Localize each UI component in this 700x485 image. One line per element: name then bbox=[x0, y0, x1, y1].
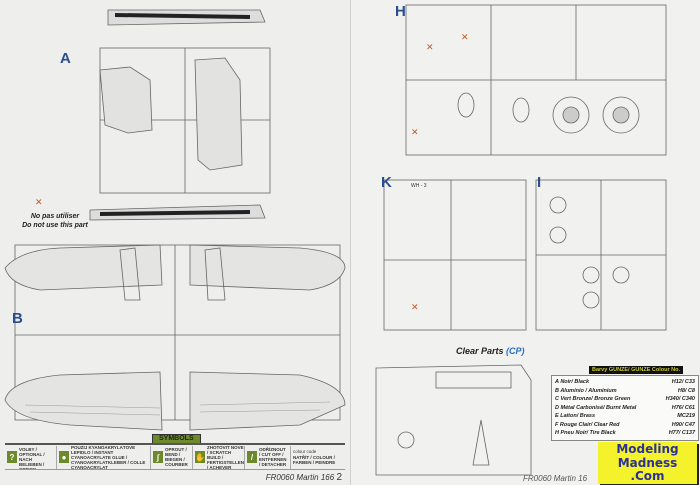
symbol-text: NATŘÍT / COLOUR / FARBEN / PEINDRE bbox=[293, 455, 336, 465]
colour-table: A Noir/ Black H12/ C33 B Aluminio / Alumi… bbox=[551, 375, 699, 441]
symbol-text: OPROUT / BEND / BIEGEN / COURBER bbox=[165, 447, 188, 467]
question-icon: ? bbox=[7, 451, 17, 463]
colour-code: H340/ C340 bbox=[665, 396, 695, 403]
colour-name: Métal Carbonisé/ Burnt Metal bbox=[560, 404, 637, 411]
sprues-h-k-i-cp-drawing: ✕ ✕ ✕ ✕ bbox=[375, 4, 667, 476]
footer-partial: FR0060 Martin 16 bbox=[523, 474, 588, 483]
sprue-a-label: A bbox=[60, 50, 71, 67]
footer: FR0060 Martin 166 2 bbox=[266, 472, 342, 484]
colour-name: Aluminio / Aluminium bbox=[560, 387, 617, 394]
right-page: ✕ ✕ ✕ ✕ H K WH - 3 I Clear Parts (CP) Barvy… bbox=[350, 0, 700, 485]
symbols-legend: ?MOŽNOST VOLBY / OPTIONAL / NACH BELIEBE… bbox=[5, 443, 345, 470]
warning-line-en: Do not use this part bbox=[22, 222, 88, 229]
footer-code: FR0060 Martin 166 bbox=[265, 473, 335, 482]
colour-name: Laiton/ Brass bbox=[560, 413, 596, 420]
colour-row: A Noir/ Black H12/ C33 bbox=[555, 378, 695, 387]
watermark-line: Madness bbox=[617, 455, 678, 470]
clear-parts-label: Clear Parts bbox=[456, 346, 504, 356]
glue-drop-icon: ● bbox=[59, 451, 69, 463]
drill-icon: ∫ bbox=[153, 451, 163, 463]
colour-row: B Aluminio / Aluminium H8/ C8 bbox=[555, 387, 695, 396]
sprue-b-label: B bbox=[12, 310, 23, 327]
colour-key: E bbox=[555, 413, 559, 420]
cut-icon: / bbox=[247, 451, 257, 463]
colour-key: C bbox=[555, 396, 559, 403]
colour-code: H8/ C8 bbox=[677, 387, 695, 394]
svg-text:✕: ✕ bbox=[411, 127, 419, 137]
scratch-build-icon: ✋ bbox=[195, 451, 205, 463]
watermark-line: .Com bbox=[630, 469, 665, 483]
colour-table-header: Barvy GUNZE/ GUNZE Colour No. bbox=[589, 366, 684, 374]
colour-row: D Métal Carbonisé/ Burnt Metal H76/ C61 bbox=[555, 404, 695, 413]
symbol-text: ZHOTOVIT NOVÉ / SCRATCH BUILD / FERTIGST… bbox=[207, 445, 244, 469]
colour-code: H12/ C33 bbox=[671, 379, 695, 386]
colour-key: F bbox=[555, 421, 559, 428]
page-number: 2 bbox=[336, 472, 342, 483]
symbol-text: ODŘÍZNOUT / CUT OFF / ENTFERNEN / DETACH… bbox=[259, 447, 287, 467]
svg-text:✕: ✕ bbox=[35, 197, 43, 207]
do-not-use-note: No pas utiliser Do not use this part bbox=[5, 212, 105, 230]
colour-row: E Laiton/ Brass MC219 bbox=[555, 412, 695, 421]
colour-code: H77/ C137 bbox=[668, 430, 695, 437]
watermark-line: Modeling bbox=[616, 442, 679, 456]
svg-text:✕: ✕ bbox=[426, 42, 434, 52]
sprue-h-label: H bbox=[395, 3, 406, 20]
colour-name: Noir/ Black bbox=[560, 379, 590, 386]
warning-line-fr: No pas utiliser bbox=[30, 213, 80, 220]
clear-parts-code: (CP) bbox=[506, 346, 525, 356]
colour-code: MC219 bbox=[677, 413, 695, 420]
clear-parts-title: Clear Parts (CP) bbox=[456, 346, 525, 356]
colour-row: H Pneu Noir/ Tire Black H77/ C137 bbox=[555, 429, 695, 438]
colour-key: D bbox=[555, 404, 559, 411]
colour-row: C Vert Bronze/ Bronze Green H340/ C340 bbox=[555, 395, 695, 404]
colour-name: Pneu Noir/ Tire Black bbox=[560, 430, 616, 437]
colour-code: H76/ C61 bbox=[671, 404, 695, 411]
colour-key: H bbox=[555, 430, 559, 437]
svg-text:✕: ✕ bbox=[461, 32, 469, 42]
sprue-a-b-drawing: ✕ bbox=[4, 9, 346, 431]
colour-row: F Rouge Clair/ Clear Red H90/ C47 bbox=[555, 421, 695, 430]
svg-text:✕: ✕ bbox=[411, 302, 419, 312]
symbol-text: POUŽIJ KYANOAKRYLÁTOVÉ LEPIDLO / INSTANT… bbox=[71, 445, 146, 469]
colour-name: Rouge Clair/ Clear Red bbox=[559, 421, 620, 428]
left-page: ✕ A B No pas utiliser Do not use this pa… bbox=[4, 9, 346, 484]
color-code-icon: colour code bbox=[293, 449, 317, 454]
sprue-k-tag: WH - 3 bbox=[411, 183, 427, 189]
modeling-madness-watermark: Modeling Madness .Com bbox=[598, 442, 697, 484]
colour-key: A bbox=[555, 379, 559, 386]
sprue-i-label: I bbox=[537, 174, 542, 191]
colour-key: B bbox=[555, 387, 559, 394]
symbol-text: MOŽNOST VOLBY / OPTIONAL / NACH BELIEBEN… bbox=[19, 446, 45, 469]
sprue-k-label: K bbox=[381, 174, 392, 191]
colour-name: Vert Bronze/ Bronze Green bbox=[560, 396, 631, 403]
colour-code: H90/ C47 bbox=[671, 421, 695, 428]
